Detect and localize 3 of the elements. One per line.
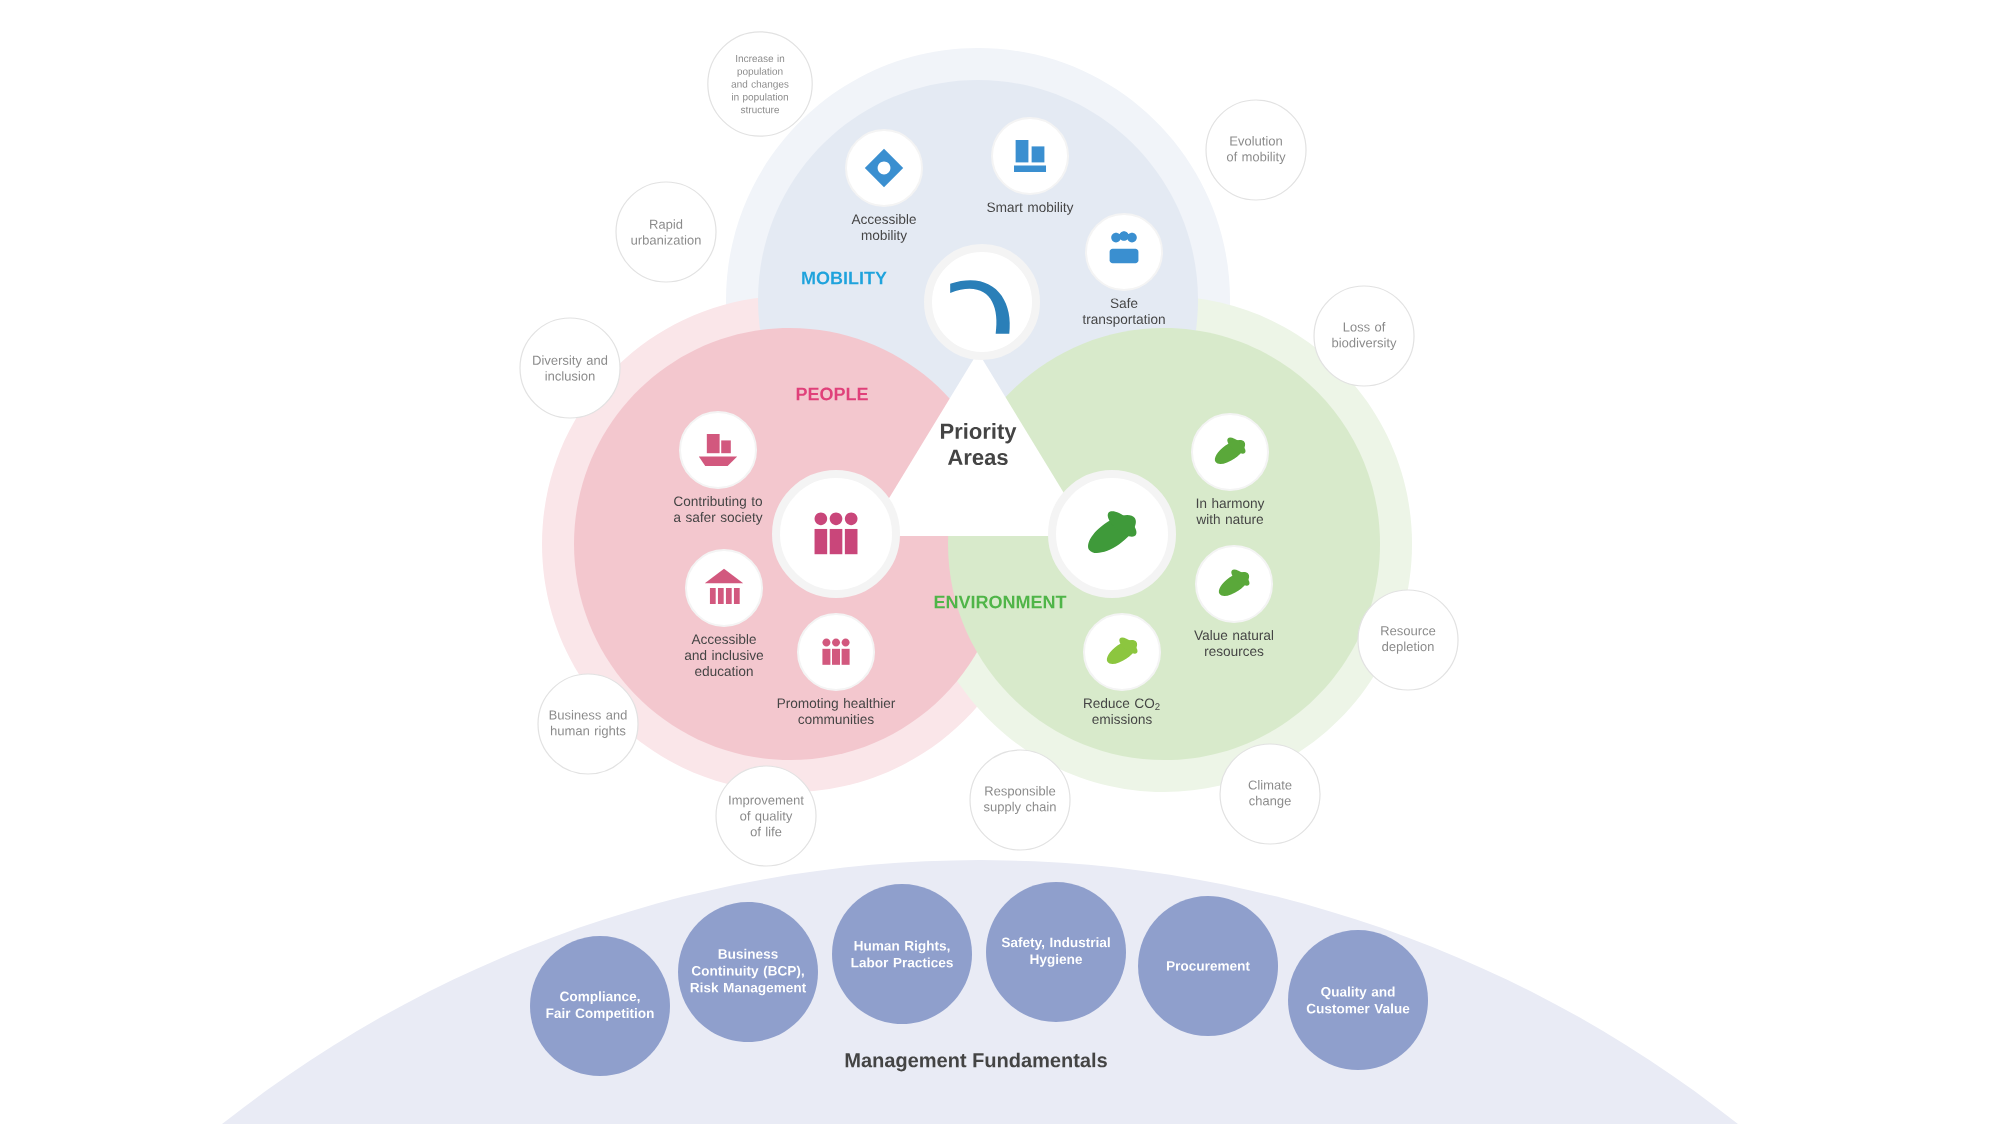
leaf-icon (1048, 470, 1176, 598)
people-icon (772, 470, 900, 598)
road-icon (924, 244, 1040, 360)
